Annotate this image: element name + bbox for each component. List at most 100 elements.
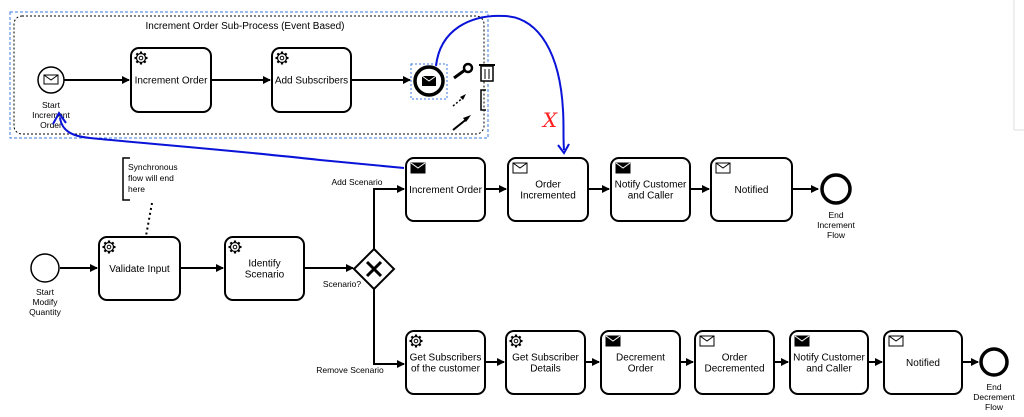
label-line: Order (535, 180, 561, 191)
side-panel-edge (1013, 0, 1024, 131)
gear-icon (275, 51, 289, 65)
label-line: Increment Order (135, 76, 208, 87)
flow-gateway-increment[interactable] (373, 185, 405, 250)
task-label: Increment Order (135, 76, 208, 87)
remove-scenario-label: Remove Scenario (316, 365, 384, 375)
sequence-tool-icon[interactable] (452, 115, 471, 131)
flow-gateway-remove[interactable] (373, 288, 405, 368)
task-sub-add-subscribers[interactable]: Add Subscribers (271, 47, 352, 113)
label-line: Order (628, 364, 654, 375)
label-line: Notified (906, 358, 940, 369)
task-label: Notified (906, 358, 940, 369)
label-line: Validate Input (109, 264, 170, 275)
envelope-filled-icon (410, 162, 426, 174)
label-line: End (986, 382, 1001, 392)
handdrawn-arrow-to-start (59, 117, 405, 169)
label-line: and Caller (806, 364, 852, 375)
label-line: Start (36, 287, 55, 297)
gateway-label: Scenario? (323, 279, 362, 289)
label-line: Decrement (616, 353, 665, 364)
label-line: Add Subscribers (275, 76, 348, 87)
label-line: Order (40, 120, 62, 130)
task-notified-inc[interactable]: Notified (710, 157, 793, 222)
handdrawn-cross-mark: X (541, 108, 558, 132)
end-decrement-event[interactable] (979, 347, 1009, 377)
hand-drawn-arrows (52, 14, 570, 169)
envelope-filled-icon (421, 75, 437, 86)
task-label: Validate Input (109, 264, 170, 275)
label-line: Flow (985, 402, 1004, 412)
start-increment-event[interactable] (37, 66, 65, 94)
label-line: Scenario (245, 270, 285, 281)
label-line: Increment (32, 110, 70, 120)
label-line: Increment (817, 220, 855, 230)
task-label: Notified (735, 185, 769, 196)
envelope-icon (43, 74, 59, 85)
subprocess-title: Increment Order Sub-Process (Event Based… (146, 21, 345, 32)
label-line: Increment Order (409, 185, 482, 196)
label-line: Notify Customer (615, 180, 687, 191)
envelope-filled-icon (605, 335, 621, 347)
label-line: Get Subscribers (410, 353, 482, 364)
label-line: Flow (827, 230, 846, 240)
start-modify-event[interactable] (30, 253, 60, 283)
label-line: Order (722, 353, 748, 364)
gear-icon (409, 334, 423, 348)
envelope-icon (715, 162, 731, 174)
label-line: Incremented (520, 191, 576, 202)
label-line: Start (42, 100, 61, 110)
label-line: Decrement (973, 392, 1015, 402)
connect-tool-icon[interactable] (452, 94, 466, 107)
label-line: End (828, 210, 843, 220)
annotation-association (145, 202, 153, 237)
envelope-icon (888, 335, 904, 347)
task-validate-input[interactable]: Validate Input (98, 236, 181, 301)
label-line: Get Subscriber (512, 353, 579, 364)
sequence-flows (60, 76, 979, 368)
wrench-icon[interactable] (453, 62, 474, 80)
task-notified-dec[interactable]: Notified (883, 330, 963, 395)
label-line: Identify (248, 259, 280, 270)
envelope-icon (699, 335, 715, 347)
end-increment-event[interactable] (820, 173, 852, 205)
label-line: here (128, 184, 145, 194)
label-line: Notified (735, 185, 769, 196)
task-sub-increment-order[interactable]: Increment Order (130, 47, 212, 113)
end-message-event[interactable] (410, 63, 448, 100)
task-label: Add Subscribers (275, 76, 348, 87)
handdrawn-arrow-to-order-incremented (435, 14, 565, 151)
label-line: Decremented (704, 364, 764, 375)
task-label: Increment Order (409, 185, 482, 196)
label-line: of the customer (411, 364, 481, 375)
label-line: Quantity (29, 307, 61, 317)
label-line: Notify Customer (793, 353, 865, 364)
label-line: and Caller (628, 191, 674, 202)
annotation-tool-icon[interactable] (480, 89, 486, 111)
label-line: flow will end (128, 173, 174, 183)
label-line: Synchronous (128, 162, 178, 172)
task-increment-order[interactable]: Increment Order (405, 157, 486, 222)
envelope-filled-icon (615, 162, 631, 174)
exclusive-gateway[interactable] (352, 247, 396, 291)
trash-icon[interactable] (479, 64, 495, 82)
